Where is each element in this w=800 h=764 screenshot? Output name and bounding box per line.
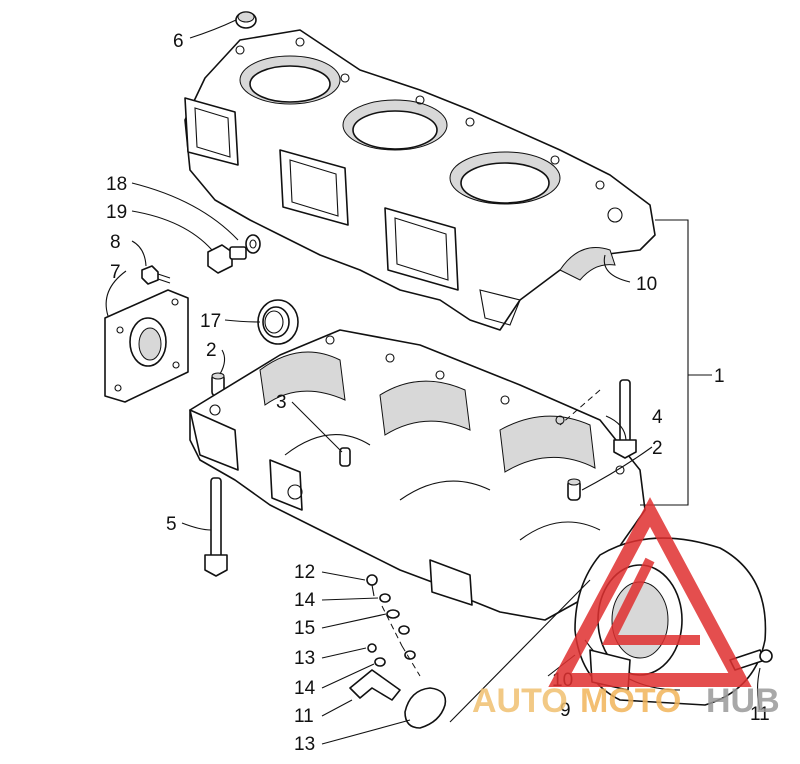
callout-1: 1 xyxy=(714,366,725,387)
callout-18: 18 xyxy=(106,174,127,195)
callout-6: 6 xyxy=(173,31,184,52)
callout-4: 4 xyxy=(652,407,663,428)
stud-3 xyxy=(339,447,351,467)
cover-13 xyxy=(404,687,447,729)
dowel-pin-2-right xyxy=(567,478,581,501)
callout-11: 11 xyxy=(750,704,770,725)
watermark-logo: AUTO MOTO HUB xyxy=(472,497,780,720)
callout-12: 11 xyxy=(294,706,314,727)
screw-14-upper xyxy=(366,574,378,597)
washer-19 xyxy=(245,234,261,254)
washer-16 xyxy=(386,609,410,635)
washer-15-upper xyxy=(379,593,391,603)
callout-17: 17 xyxy=(200,311,221,332)
watermark-moto: MOTO xyxy=(580,682,681,720)
bolt-4 xyxy=(613,379,637,459)
callout-10-upper: 10 xyxy=(636,274,657,295)
lower-crankcase xyxy=(189,329,646,621)
callout-3: 3 xyxy=(276,392,287,413)
drain-bolt-18 xyxy=(207,244,247,274)
callout-2-right: 2 xyxy=(652,438,663,459)
bracket-12 xyxy=(349,669,401,701)
housing-7 xyxy=(574,537,767,706)
callout-5: 5 xyxy=(166,514,177,535)
callout-16: 15 xyxy=(294,618,315,639)
screw-9 xyxy=(141,265,171,285)
oil-seal-17 xyxy=(257,299,299,345)
callout-2-left: 2 xyxy=(206,340,217,361)
watermark-hub: HUB xyxy=(706,682,780,720)
cover-plate-8 xyxy=(104,289,189,403)
callout-14-upper: 12 xyxy=(294,562,315,583)
upper-crankcase xyxy=(184,29,656,331)
callout-15-lower: 14 xyxy=(294,678,316,699)
watermark-triangle xyxy=(548,497,752,687)
callout-7: 9 xyxy=(560,700,571,721)
callout-15-upper: 14 xyxy=(294,590,316,611)
callout-14-lower: 13 xyxy=(294,648,315,669)
watermark-auto: AUTO xyxy=(472,682,568,720)
callout-9: 8 xyxy=(110,232,121,253)
callout-19: 19 xyxy=(106,202,127,223)
callout-8: 7 xyxy=(110,262,121,283)
callout-13: 13 xyxy=(294,734,315,755)
bolt-5 xyxy=(204,477,228,577)
callout-labels: 6 18 19 8 7 17 2 3 10 1 4 2 5 12 14 15 1… xyxy=(106,31,770,755)
plug-6 xyxy=(235,11,257,29)
